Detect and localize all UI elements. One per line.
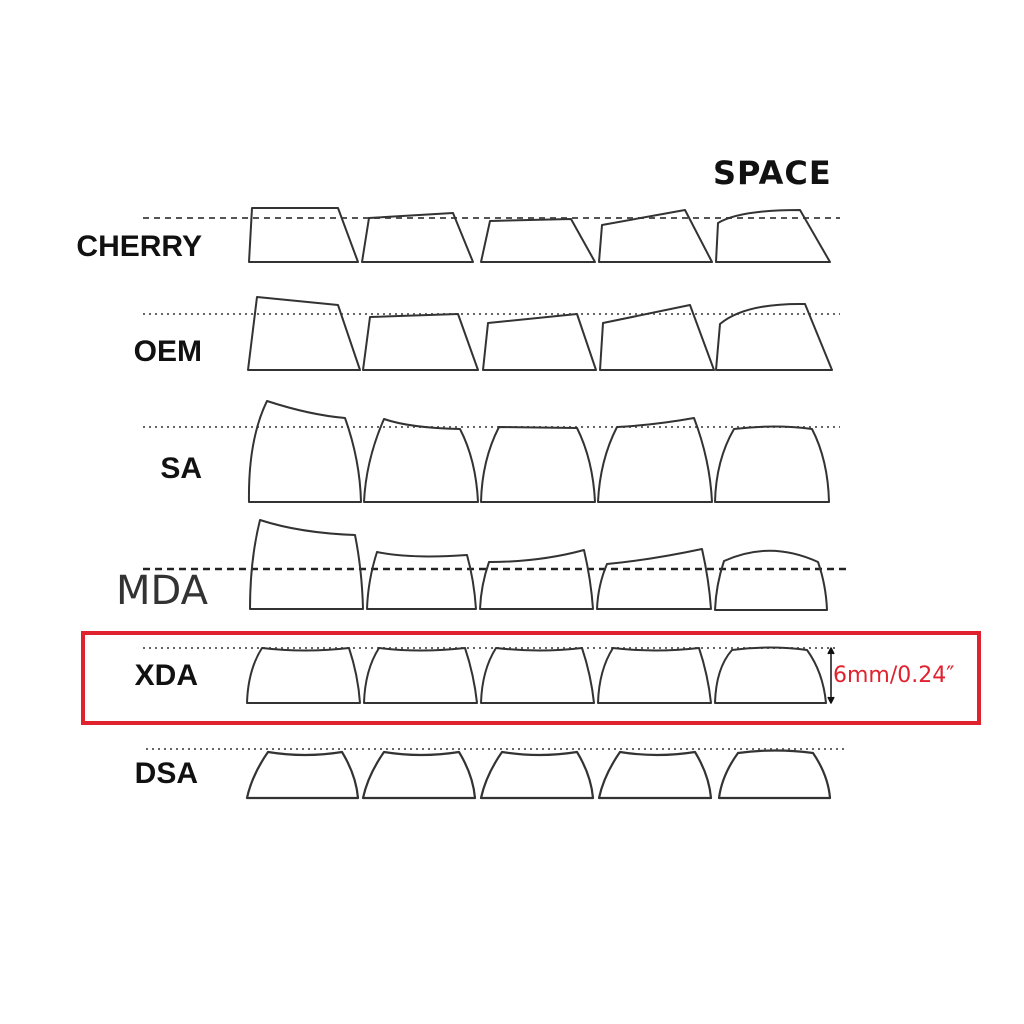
profile-label-dsa: DSA bbox=[134, 757, 198, 790]
space-column-label: SPACE bbox=[713, 154, 832, 192]
oem-keycaps bbox=[247, 296, 833, 371]
xda-keycaps bbox=[246, 646, 827, 704]
cherry-keycaps bbox=[248, 207, 831, 263]
xda-measurement-arrow bbox=[827, 647, 835, 704]
profile-label-sa: SA bbox=[160, 452, 202, 485]
profile-label-cherry: CHERRY bbox=[76, 230, 202, 263]
profile-label-xda: XDA bbox=[134, 659, 198, 692]
profile-label-oem: OEM bbox=[133, 335, 202, 368]
xda-highlight-box bbox=[81, 631, 981, 725]
mda-keycaps bbox=[249, 519, 828, 611]
dsa-keycaps bbox=[245, 749, 832, 800]
profile-label-mda: MDA bbox=[116, 568, 208, 614]
xda-height-measurement: 6mm/0.24″ bbox=[833, 663, 955, 688]
sa-keycaps bbox=[247, 400, 830, 503]
